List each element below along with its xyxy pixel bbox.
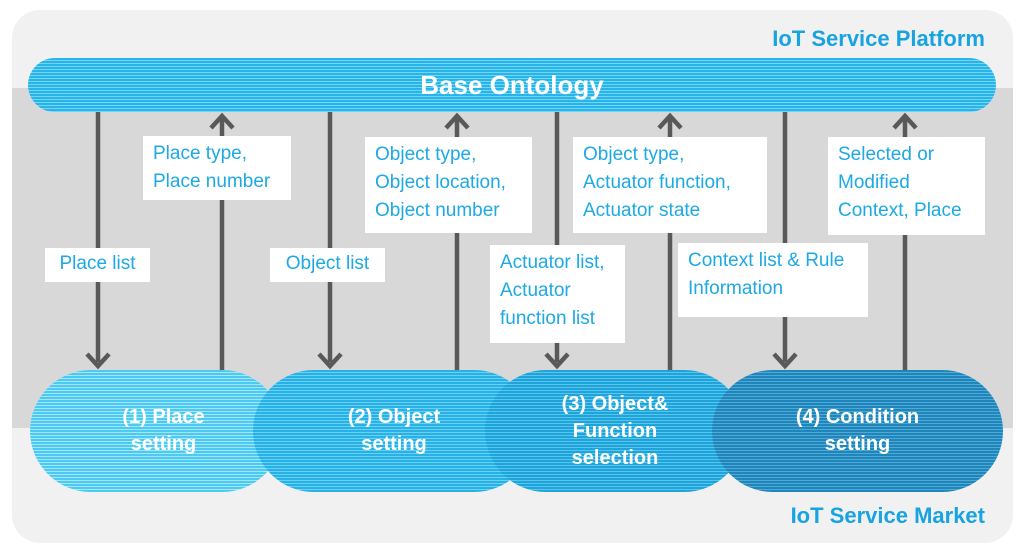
market-title: IoT Service Market — [790, 503, 985, 528]
diagram-frame: IoT Service Platform Base Ontology Place… — [12, 10, 1013, 543]
flow-label-selected-context: Selected or Modified Context, Place — [828, 137, 985, 235]
step-label: (1) Place setting — [122, 406, 205, 455]
context-list-down-arrow — [772, 112, 798, 370]
object-list-down-arrow — [317, 112, 343, 370]
step-object-setting: (2) Object setting — [253, 370, 535, 492]
base-ontology-node: Base Ontology — [28, 58, 996, 112]
flow-label-object-list: Object list — [270, 248, 385, 282]
place-list-down-arrow — [85, 112, 111, 370]
step-condition-setting: (4) Condition setting — [712, 370, 1003, 492]
flow-label-object-type: Object type, Object location, Object num… — [365, 137, 532, 233]
step-object-function-selection: (3) Object& Function selection — [485, 370, 745, 492]
step-label: (4) Condition setting — [795, 406, 920, 455]
platform-title: IoT Service Platform — [772, 26, 985, 51]
step-label: (3) Object& Function selection — [561, 392, 669, 469]
base-ontology-label: Base Ontology — [420, 69, 604, 100]
flow-label-actuator-list: Actuator list, Actuator function list — [490, 245, 625, 343]
flow-label-context-list: Context list & Rule Information — [678, 243, 868, 317]
step-label: (2) Object setting — [347, 406, 441, 455]
flow-label-place-list: Place list — [45, 248, 150, 282]
step-place-setting: (1) Place setting — [30, 370, 283, 492]
flow-label-actuator-state: Object type, Actuator function, Actuator… — [573, 137, 767, 233]
flow-label-place-type: Place type, Place number — [143, 136, 291, 200]
